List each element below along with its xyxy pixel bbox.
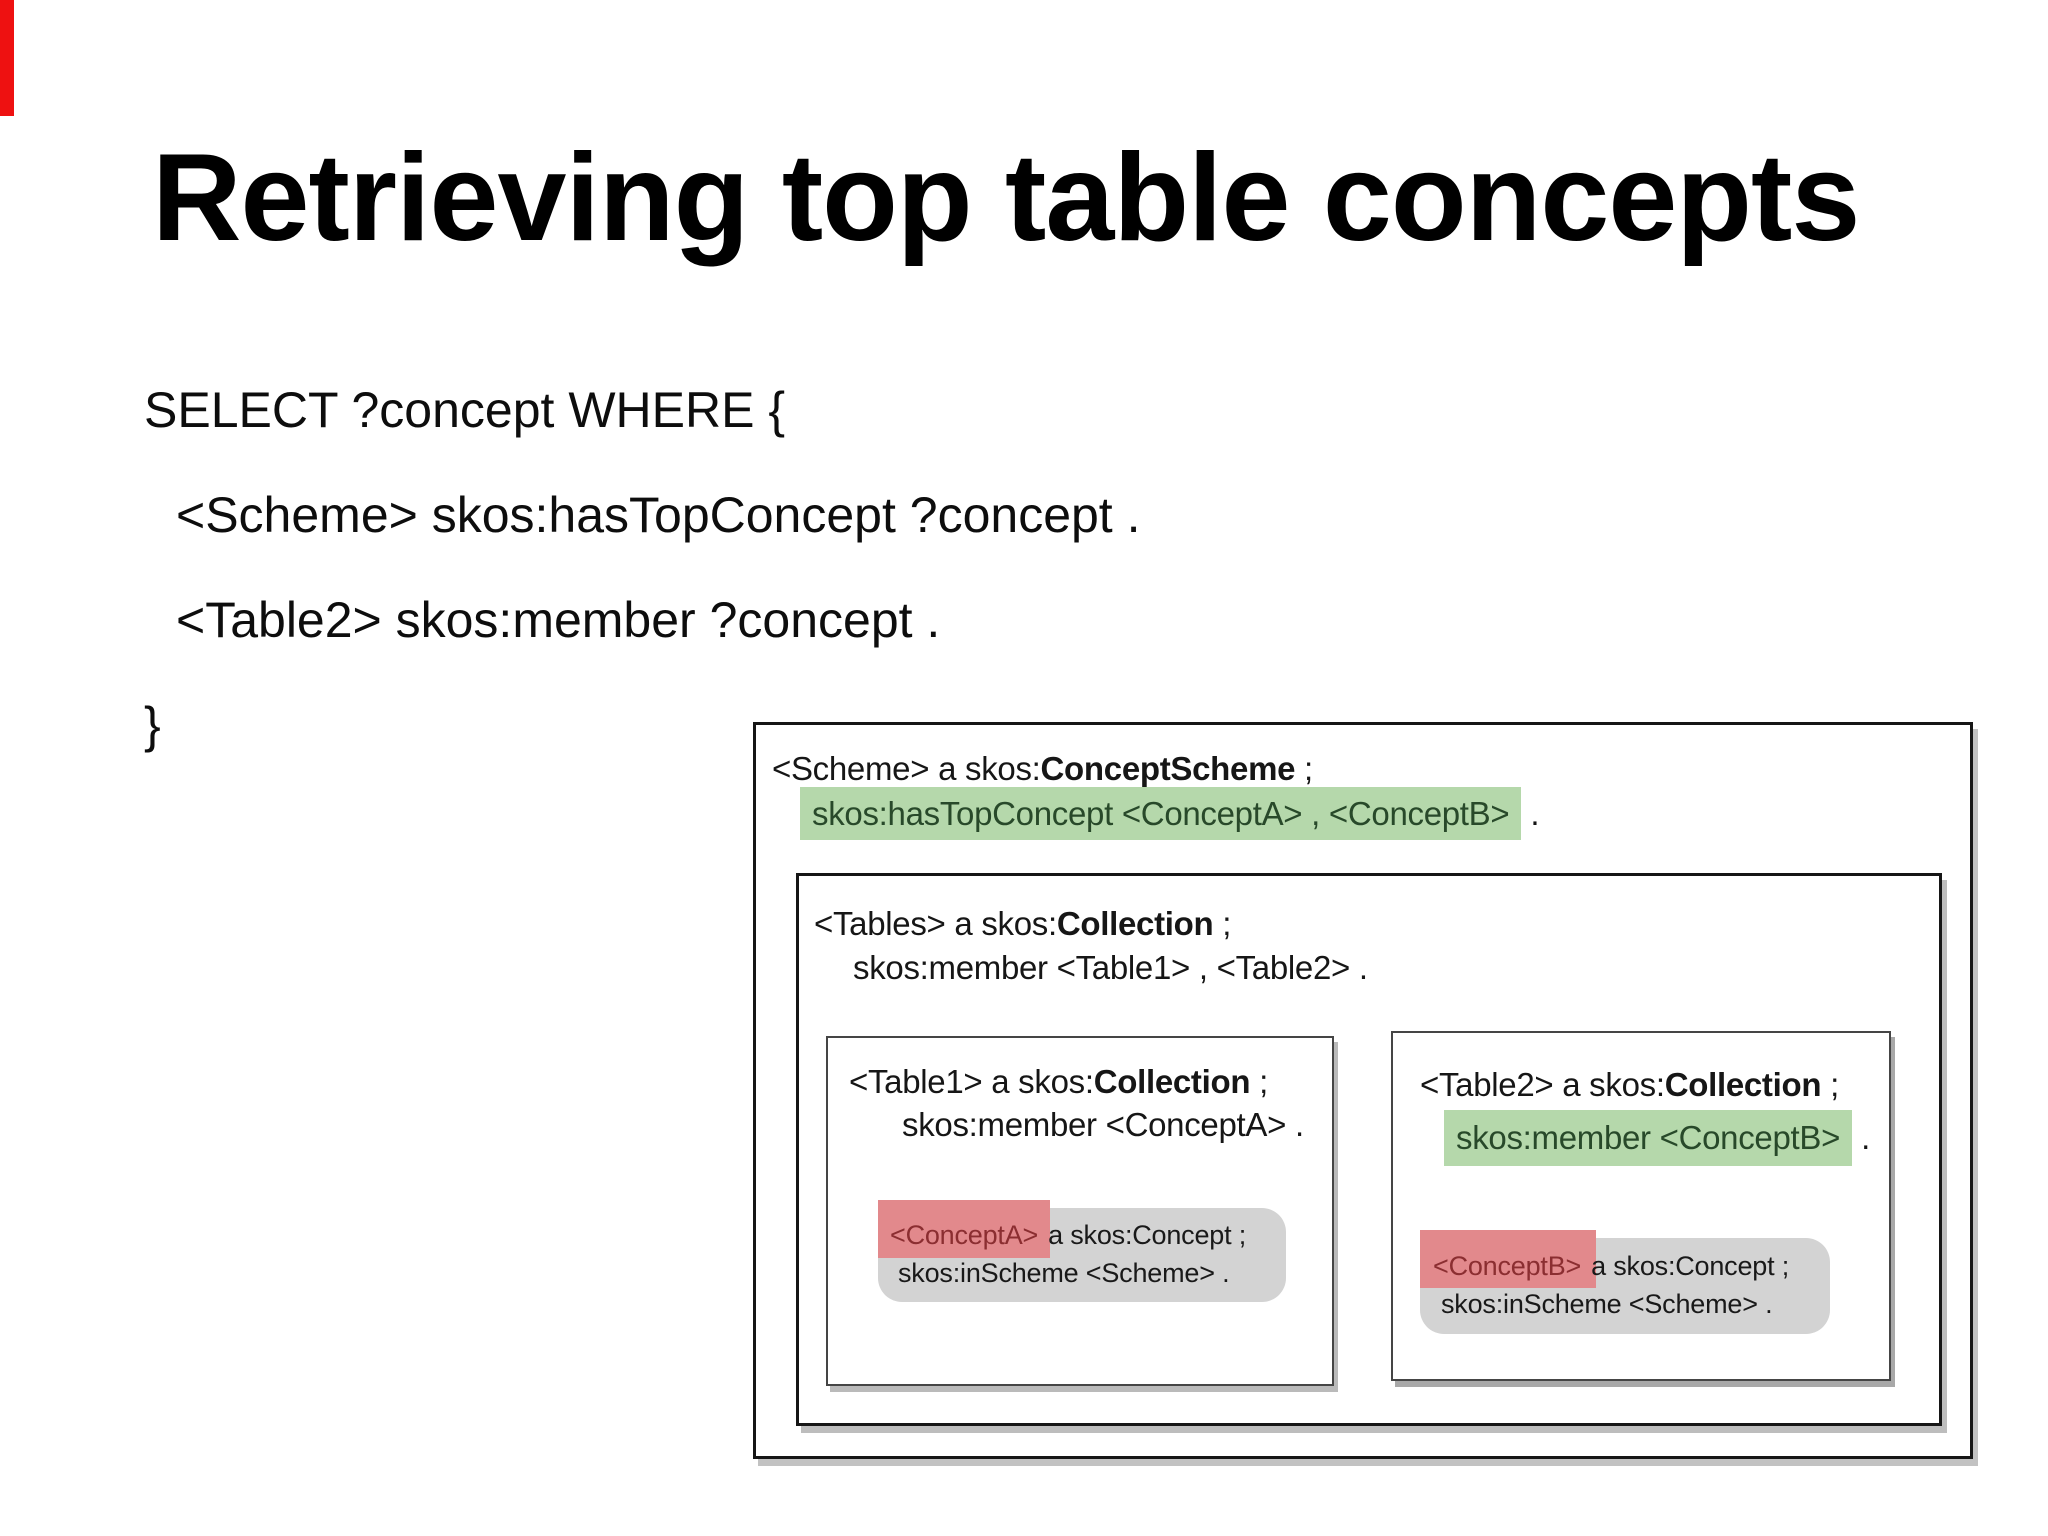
table2-semicolon: ; <box>1821 1066 1839 1103</box>
has-top-concept-line: skos:hasTopConcept <ConceptA> , <Concept… <box>800 787 1540 840</box>
table2-subject: <Table2> a skos: <box>1420 1066 1665 1103</box>
conceptB-inscheme-line: skos:inScheme <Scheme> . <box>1441 1289 1773 1319</box>
sparql-query: SELECT ?concept WHERE { <Scheme> skos:ha… <box>144 358 1140 778</box>
scheme-diagram-box: <Scheme> a skos:ConceptScheme ; skos:has… <box>753 722 1973 1459</box>
table1-collection-box: <Table1> a skos:Collection ; skos:member… <box>826 1036 1334 1386</box>
tables-member-line: skos:member <Table1> , <Table2> . <box>853 949 1368 986</box>
conceptA-red-highlight <box>878 1200 1050 1258</box>
query-line-select: SELECT ?concept WHERE { <box>144 382 786 438</box>
has-top-concept-period: . <box>1530 794 1540 832</box>
table1-type-line: <Table1> a skos:Collection ; <box>849 1060 1268 1104</box>
tables-subject: <Tables> a skos: <box>814 905 1057 942</box>
table2-class: Collection <box>1664 1066 1822 1103</box>
query-line-close-brace: } <box>144 697 161 753</box>
query-line-table2: <Table2> skos:member ?concept . <box>176 592 941 648</box>
conceptA-type-rest: a skos:Concept ; <box>1048 1220 1247 1250</box>
conceptA-type-line: <ConceptA> a skos:Concept ; <box>890 1216 1246 1254</box>
conceptA-subject: <ConceptA> <box>890 1220 1039 1250</box>
scheme-type-line: <Scheme> a skos:ConceptScheme ; <box>772 746 1313 792</box>
slide-title: Retrieving top table concepts <box>152 129 1860 267</box>
table1-member-line: skos:member <ConceptA> . <box>902 1106 1304 1143</box>
slide-accent-bar <box>0 0 14 116</box>
query-line-scheme: <Scheme> skos:hasTopConcept ?concept . <box>176 487 1141 543</box>
table2-type-line: <Table2> a skos:Collection ; <box>1420 1063 1839 1107</box>
table2-member-period: . <box>1861 1119 1871 1156</box>
table1-semicolon: ; <box>1250 1063 1268 1100</box>
table1-subject: <Table1> a skos: <box>849 1063 1094 1100</box>
table1-class: Collection <box>1093 1063 1251 1100</box>
tables-semicolon: ; <box>1213 905 1232 942</box>
scheme-subject: <Scheme> a skos: <box>772 750 1041 787</box>
table2-member-line: skos:member <ConceptB> . <box>1444 1110 1870 1166</box>
has-top-concept-highlight: skos:hasTopConcept <ConceptA> , <Concept… <box>800 787 1522 840</box>
conceptB-card-text: <ConceptB> a skos:Concept ; skos:inScheme… <box>1433 1247 1789 1323</box>
tables-type-line: <Tables> a skos:Collection ; <box>814 901 1231 947</box>
conceptA-inscheme-line: skos:inScheme <Scheme> . <box>898 1258 1230 1288</box>
conceptA-card-text: <ConceptA> a skos:Concept ; skos:inScheme… <box>890 1216 1246 1292</box>
table2-member-highlight: skos:member <ConceptB> <box>1444 1110 1853 1166</box>
table2-collection-box: <Table2> a skos:Collection ; skos:member… <box>1391 1031 1891 1381</box>
conceptB-red-highlight <box>1420 1230 1596 1288</box>
tables-class: Collection <box>1056 905 1214 942</box>
conceptB-subject: <ConceptB> <box>1433 1251 1582 1281</box>
scheme-class: ConceptScheme <box>1040 750 1296 787</box>
scheme-semicolon: ; <box>1295 750 1313 787</box>
tables-collection-box: <Tables> a skos:Collection ; skos:member… <box>796 873 1942 1426</box>
conceptB-type-rest: a skos:Concept ; <box>1591 1251 1790 1281</box>
conceptB-type-line: <ConceptB> a skos:Concept ; <box>1433 1247 1789 1285</box>
